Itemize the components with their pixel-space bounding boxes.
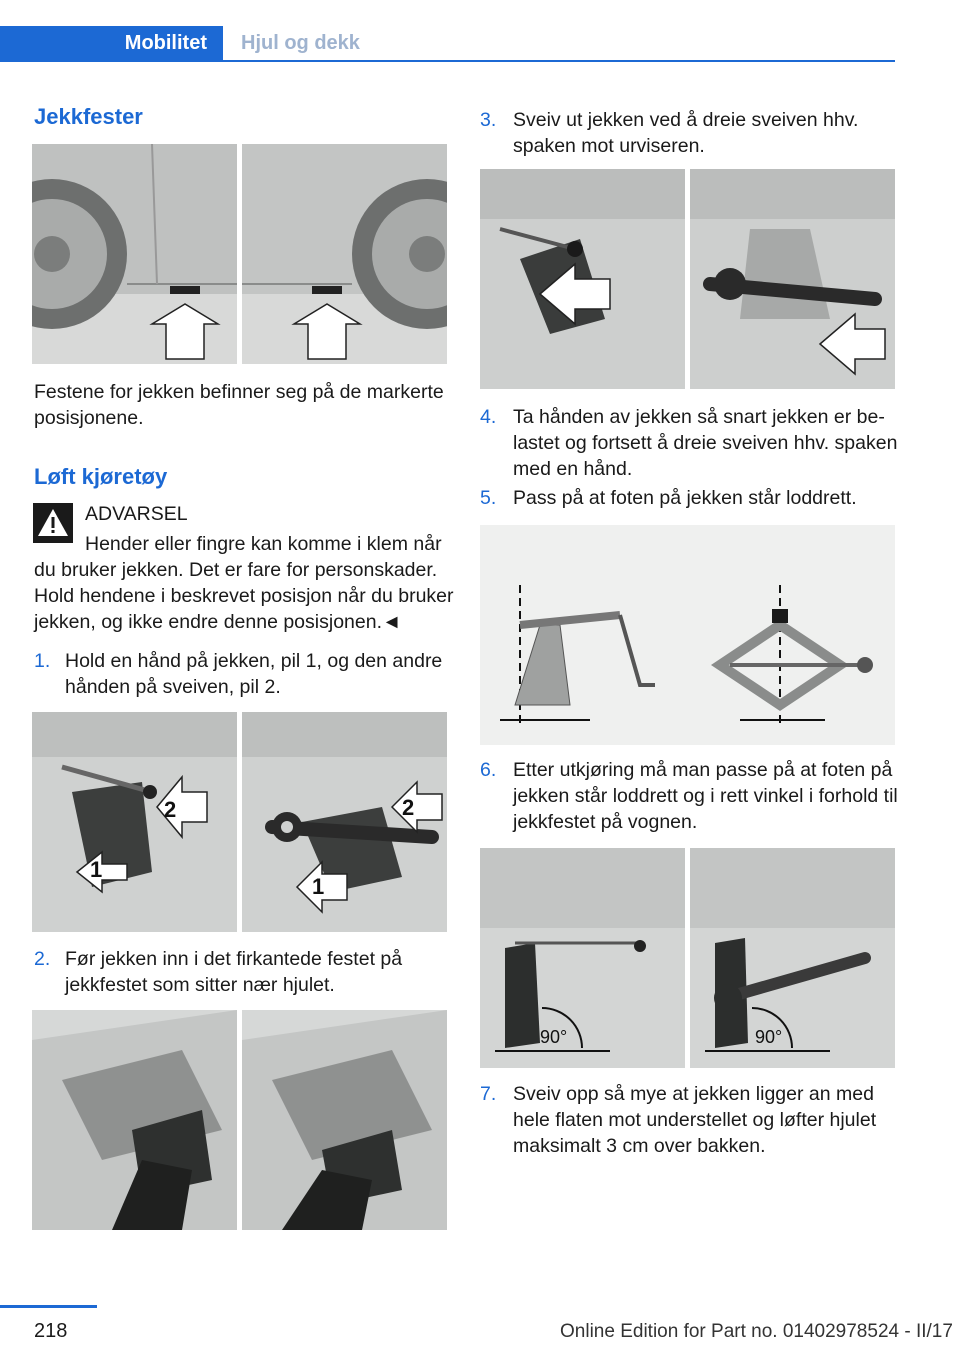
step-number: 3. — [480, 109, 497, 131]
step-number: 6. — [480, 759, 497, 781]
angle-label-right: 90° — [755, 1027, 782, 1047]
figure-crank-out — [480, 169, 895, 389]
angle-label-left: 90° — [540, 1027, 567, 1047]
section-title-loft: Løft kjøretøy — [34, 464, 168, 489]
chapter-tabs: Mobilitet Hjul og dekk — [0, 0, 960, 62]
step-number: 2. — [34, 948, 51, 970]
step-text: Pass på at foten på jekken står loddrett… — [513, 487, 857, 509]
step-text: Ta hånden av jekken så snart jekken er b… — [513, 406, 898, 480]
step-text: Hold en hånd på jekken, pil 1, og den an… — [65, 650, 443, 698]
caption-jack-points: Festene for jekken befinner seg på de ma… — [34, 381, 444, 429]
warning-label: ADVARSEL — [85, 503, 188, 525]
step-text: Før jekken inn i det firkantede festet p… — [65, 948, 403, 996]
arrow-label-2: 2 — [164, 797, 176, 822]
step-text: Etter utkjøring må man passe på at foten… — [513, 759, 898, 833]
step-number: 4. — [480, 406, 497, 428]
edition-info: Online Edition for Part no. 01402978524 … — [560, 1321, 953, 1342]
figure-vertical-foot — [480, 525, 895, 745]
step-number: 5. — [480, 487, 497, 509]
header-rule — [0, 60, 895, 62]
arrow-label-1b: 1 — [312, 874, 324, 899]
figure-right-angle: 90° 90° — [480, 848, 895, 1068]
page-number: 218 — [34, 1320, 68, 1342]
footer-rule — [0, 1305, 97, 1308]
figure-jack-points — [32, 144, 447, 364]
figure-hand-positions: 1 2 2 1 — [32, 712, 447, 932]
warning-icon — [33, 503, 73, 548]
tab-mobilitet[interactable]: Mobilitet — [0, 26, 223, 60]
step-text: Sveiv opp så mye at jekken ligger an med… — [513, 1083, 877, 1157]
arrow-label-1: 1 — [90, 857, 102, 882]
step-number: 7. — [480, 1083, 497, 1105]
step-number: 1. — [34, 650, 51, 672]
section-title-jekkfester: Jekkfester — [34, 104, 143, 129]
step-text: Sveiv ut jekken ved å dreie sveiven hhv.… — [513, 109, 859, 157]
tab-hjul-og-dekk[interactable]: Hjul og dekk — [241, 32, 360, 54]
figure-jack-insert — [32, 1010, 447, 1230]
arrow-label-2b: 2 — [402, 795, 414, 820]
warning-text: Hender eller fingre kan komme i klem når… — [34, 533, 454, 633]
